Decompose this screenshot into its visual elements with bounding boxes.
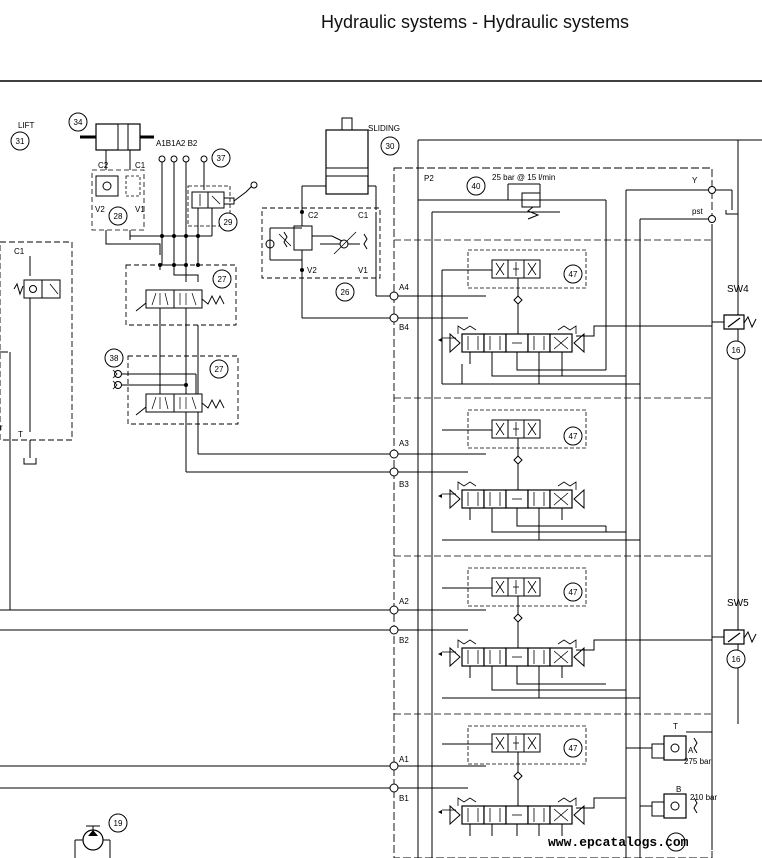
valve-section-1: A1 B1 47	[389, 725, 626, 837]
svg-text:A2: A2	[399, 597, 409, 606]
sliding-cylinder	[325, 129, 369, 195]
ref-bubble	[563, 738, 583, 758]
svg-text:C2: C2	[98, 161, 109, 170]
lift-valve-enclosure	[0, 241, 73, 441]
svg-text:P2: P2	[424, 174, 434, 183]
ref-bubble	[466, 176, 486, 196]
svg-text:30: 30	[386, 142, 395, 151]
tilt-circuit: 34 C2 C1 V2 V1 28 A1B1A2 B2 37	[68, 112, 258, 265]
svg-text:B: B	[676, 785, 681, 794]
svg-text:Y: Y	[692, 176, 698, 185]
port-label: C1	[14, 247, 25, 256]
svg-text:V1: V1	[358, 266, 368, 275]
svg-text:47: 47	[569, 270, 578, 279]
svg-text:16: 16	[732, 655, 741, 664]
valve-27-lower: 38 27	[104, 316, 239, 472]
sliding-circuit: SLIDING 30 C2 C1 V2 V1 26	[261, 117, 400, 319]
svg-text:B1: B1	[399, 794, 409, 803]
svg-text:34: 34	[74, 118, 83, 127]
svg-text:SLIDING: SLIDING	[368, 124, 400, 133]
svg-text:V2: V2	[95, 205, 105, 214]
valve-section-4: A4 B4 47	[389, 249, 712, 385]
page-title: Hydraulic systems - Hydraulic systems	[321, 12, 630, 32]
valve-section-2: A2 B2 47	[389, 567, 712, 699]
svg-text:47: 47	[569, 744, 578, 753]
svg-text:40: 40	[472, 182, 481, 191]
ref-bubble	[380, 136, 400, 156]
svg-text:27: 27	[215, 365, 224, 374]
lever-handle-icon	[233, 185, 253, 202]
svg-text:A1: A1	[399, 755, 409, 764]
svg-text:16: 16	[732, 346, 741, 355]
ref-bubble	[726, 649, 746, 669]
block-26	[261, 207, 381, 279]
svg-text:V1: V1	[135, 205, 145, 214]
ref-bubble	[726, 340, 746, 360]
svg-text:47: 47	[569, 588, 578, 597]
svg-text:27: 27	[218, 275, 227, 284]
svg-text:29: 29	[224, 218, 233, 227]
ref-bubble	[563, 582, 583, 602]
svg-text:47: 47	[569, 432, 578, 441]
ref-bubble	[108, 813, 128, 833]
valve-27-upper: 27	[125, 263, 237, 326]
svg-text:V2: V2	[307, 266, 317, 275]
pressure-switch-sw5: SW5 16	[711, 598, 757, 669]
svg-text:B4: B4	[399, 323, 409, 332]
svg-text:pst: pst	[692, 207, 703, 216]
tank-icon	[23, 458, 37, 465]
svg-text:A3: A3	[399, 439, 409, 448]
ref-bubble	[104, 348, 124, 368]
svg-text:37: 37	[217, 154, 226, 163]
ref-bubble	[212, 269, 232, 289]
tank-icon	[725, 210, 739, 215]
svg-text:SW5: SW5	[727, 598, 749, 609]
ref-bubble	[68, 112, 88, 132]
main-valve-bank: P2 40 25 bar @ 15 l/min Y pst	[389, 139, 762, 858]
ref-bubble	[209, 359, 229, 379]
svg-text:B3: B3	[399, 480, 409, 489]
ref-bubble	[108, 206, 128, 226]
svg-text:26: 26	[341, 288, 350, 297]
svg-text:C2: C2	[308, 211, 319, 220]
svg-text:T: T	[673, 722, 678, 731]
svg-text:A4: A4	[399, 283, 409, 292]
valve-section-3: A3 B3 47	[389, 409, 640, 541]
ref-bubble	[335, 282, 355, 302]
port-label: T	[18, 430, 23, 439]
svg-text:38: 38	[110, 354, 119, 363]
svg-text:275 bar: 275 bar	[684, 757, 711, 766]
svg-text:C1: C1	[135, 161, 146, 170]
ref-number: 31	[16, 137, 25, 146]
port-label: r	[0, 423, 3, 432]
svg-text:B2: B2	[399, 636, 409, 645]
svg-text:19: 19	[114, 819, 123, 828]
watermark: www.epcatalogs.com	[548, 835, 689, 850]
ref-bubble	[10, 131, 30, 151]
ref-bubble	[563, 264, 583, 284]
svg-text:210 bar: 210 bar	[690, 793, 717, 802]
pump-19: 19	[74, 813, 128, 858]
svg-text:SW4: SW4	[727, 284, 749, 295]
ref-bubble	[211, 148, 231, 168]
ref-bubble	[563, 426, 583, 446]
counterbalance-valve	[293, 225, 313, 251]
svg-text:A: A	[688, 746, 694, 755]
svg-text:28: 28	[114, 212, 123, 221]
ref-bubble	[218, 212, 238, 232]
port-relief-valves: T A 275 bar B 210 bar	[626, 722, 717, 852]
pressure-switch-sw4: SW4 16	[711, 284, 757, 360]
svg-text:A1B1A2 B2: A1B1A2 B2	[156, 139, 198, 148]
svg-text:25 bar @ 15 l/min: 25 bar @ 15 l/min	[492, 173, 555, 182]
svg-text:C1: C1	[358, 211, 369, 220]
lift-circuit: LIFT 31 C1 r T	[0, 121, 73, 465]
interconnect-lines	[0, 352, 390, 789]
lift-label: LIFT	[18, 121, 35, 130]
